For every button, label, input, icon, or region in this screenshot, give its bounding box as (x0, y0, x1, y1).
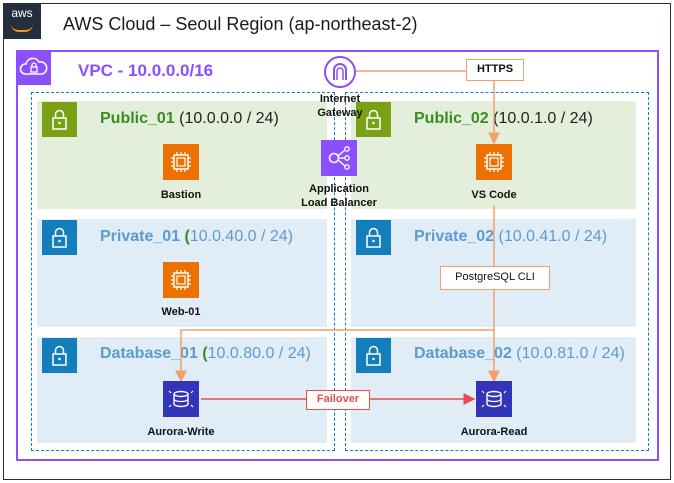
lock-icon (356, 102, 391, 137)
aurora-write-label: Aurora-Write (147, 426, 215, 438)
subnet-name: Database_01 (100, 345, 198, 362)
web-01-label: Web-01 (161, 306, 201, 318)
lock-icon (42, 102, 77, 137)
aurora-icon (476, 381, 512, 417)
aurora-read-label: Aurora-Read (460, 426, 528, 438)
lock-icon (42, 220, 77, 255)
aws-cloud-container (3, 3, 671, 480)
lock-icon (42, 338, 77, 373)
subnet-cidr: (10.0.1.0 / 24) (488, 110, 593, 127)
https-connection (356, 70, 500, 145)
subnet-name: Private_02 (414, 228, 495, 245)
vpc-cloud-icon (16, 50, 51, 85)
subnet-cidr: (10.0.0.0 / 24) (174, 110, 279, 127)
ec2-instance-icon (163, 144, 199, 180)
subnet-cidr: (10.0.81.0 / 24) (511, 345, 625, 362)
subnet-name: Public_01 (100, 110, 175, 127)
label-line: Internet (319, 93, 361, 105)
vpc-title: VPC - 10.0.0.0/16 (78, 61, 214, 80)
postgresql-cli-tag: PostgreSQL CLI (440, 266, 550, 290)
subnet-cidr-open: ( (180, 228, 190, 245)
vpc-container (16, 50, 659, 461)
load-balancer-label: Application Load Balancer (299, 182, 379, 210)
availability-zone-c (345, 92, 649, 451)
vs-code-label: VS Code (471, 189, 517, 201)
aurora-icon (163, 381, 199, 417)
postgres-connection-write (175, 329, 494, 383)
lock-icon (356, 220, 391, 255)
ec2-instance-icon (476, 144, 512, 180)
subnet-cidr: 10.0.80.0 / 24) (207, 345, 311, 362)
label-line: Load Balancer (301, 197, 377, 209)
subnet-cidr-open: ( (197, 345, 208, 362)
label-line: Application (309, 183, 369, 195)
aws-logo-icon: aws (3, 3, 41, 39)
ec2-instance-icon (163, 262, 199, 298)
availability-zone-a (31, 92, 335, 451)
subnet-title-public-01: Public_01 (10.0.0.0 / 24) (100, 110, 279, 128)
subnet-title-private-01: Private_01 (10.0.40.0 / 24) (100, 228, 293, 246)
lock-icon (356, 338, 391, 373)
aws-logo-text: aws (11, 6, 33, 20)
subnet-name: Public_02 (414, 110, 489, 127)
subnet-name: Private_01 (100, 228, 181, 245)
internet-gateway-icon (324, 56, 356, 88)
subnet-title-database-02: Database_02 (10.0.81.0 / 24) (414, 345, 625, 363)
subnet-title-public-02: Public_02 (10.0.1.0 / 24) (414, 110, 593, 128)
failover-tag: Failover (306, 390, 370, 410)
application-load-balancer-icon (321, 140, 357, 176)
subnet-cidr: 10.0.40.0 / 24) (189, 228, 294, 245)
https-tag: HTTPS (466, 59, 524, 81)
subnet-title-database-01: Database_01 (10.0.80.0 / 24) (100, 345, 311, 363)
bastion-label: Bastion (160, 189, 202, 201)
subnet-cidr: (10.0.41.0 / 24) (494, 228, 608, 245)
subnet-name: Database_02 (414, 345, 512, 362)
cloud-title: AWS Cloud – Seoul Region (ap-northeast-2… (63, 14, 418, 34)
internet-gateway-label: Internet Gateway (310, 92, 370, 120)
subnet-title-private-02: Private_02 (10.0.41.0 / 24) (414, 228, 607, 246)
label-line: Gateway (317, 107, 363, 119)
